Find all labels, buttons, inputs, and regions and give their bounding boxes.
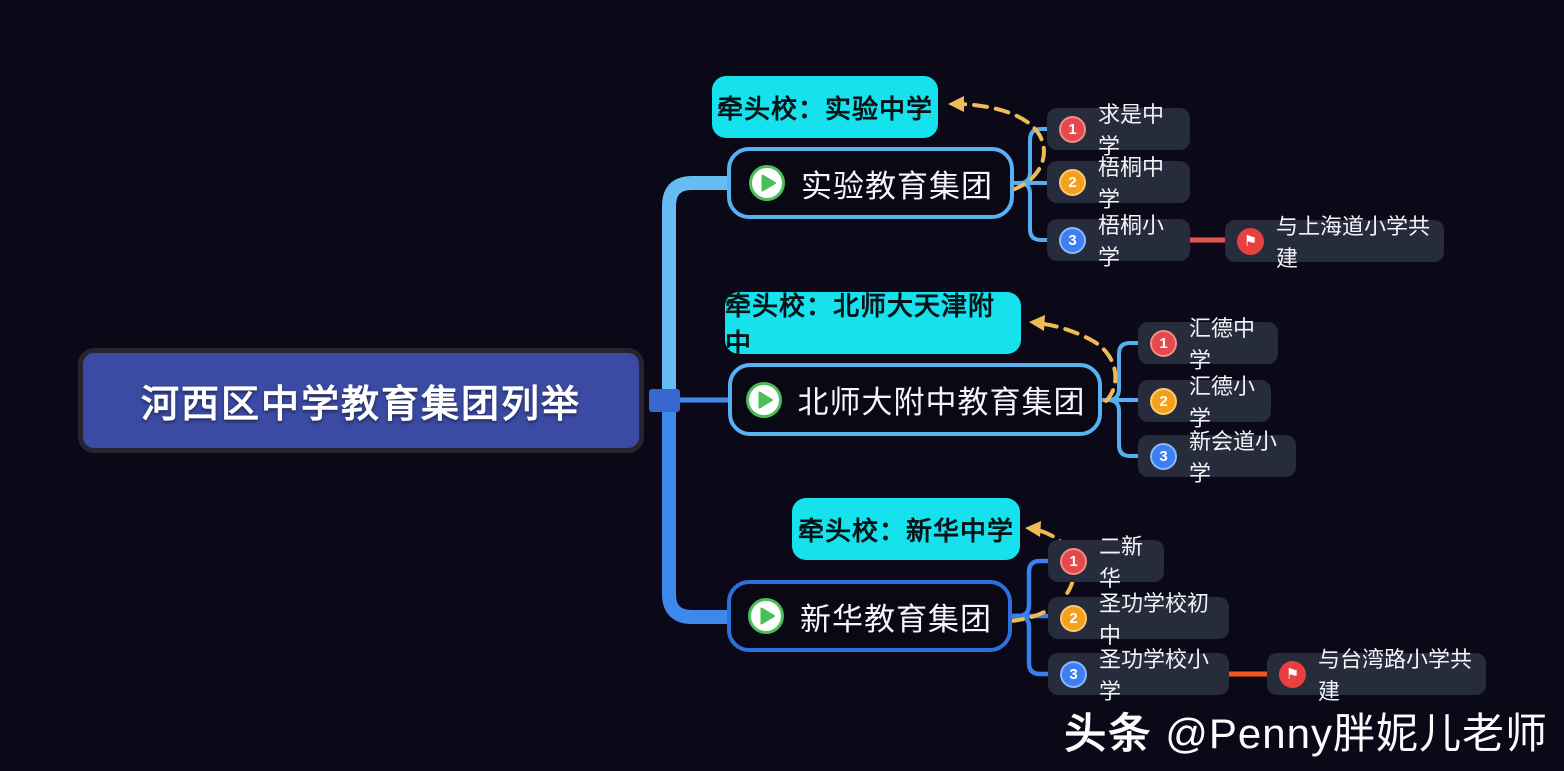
flag-icon: ⚑ — [1237, 227, 1264, 255]
group-title: 实验教育集团 — [801, 168, 993, 204]
number-badge: 1 — [1060, 547, 1087, 575]
school-name: 汇德小学 — [1189, 374, 1256, 431]
trunk-line-bottom — [662, 398, 728, 624]
lead-school-label-2[interactable]: 牵头校：北师大天津附中 — [725, 291, 1021, 358]
school-name: 汇德中学 — [1189, 316, 1256, 373]
group-title: 新华教育集团 — [800, 601, 992, 637]
group-node-3[interactable]: 新华教育集团 — [727, 580, 1012, 652]
note-text: 与台湾路小学共建 — [1318, 647, 1473, 704]
group-title: 北师大附中教育集团 — [797, 385, 1086, 420]
school-node[interactable]: 2 汇德小学 — [1138, 374, 1271, 431]
number-badge: 2 — [1060, 604, 1087, 632]
trunk-line-top — [662, 176, 728, 398]
note-text: 与上海道小学共建 — [1276, 214, 1431, 271]
school-name: 梧桐小学 — [1098, 213, 1165, 270]
lead-school-label-1[interactable]: 牵头校：实验中学 — [712, 76, 938, 138]
school-node[interactable]: 3 新会道小学 — [1138, 429, 1296, 486]
school-node[interactable]: 3 圣功学校小学 — [1048, 647, 1229, 704]
flag-icon: ⚑ — [1279, 660, 1306, 688]
play-icon — [749, 165, 785, 201]
school-name: 新会道小学 — [1189, 429, 1278, 486]
school-name: 梧桐中学 — [1098, 155, 1165, 212]
number-badge: 1 — [1150, 329, 1177, 357]
number-badge: 2 — [1059, 168, 1086, 196]
trunk-junction — [649, 389, 680, 412]
play-icon — [745, 381, 782, 418]
school-node[interactable]: 2 圣功学校初中 — [1048, 591, 1229, 648]
dashed-arrow-1 — [948, 96, 1046, 192]
root-node[interactable]: 河西区中学教育集团列举 — [78, 348, 644, 453]
lead-school-text: 牵头校：北师大天津附中 — [725, 291, 996, 358]
note-node[interactable]: ⚑ 与台湾路小学共建 — [1267, 647, 1486, 704]
note-node[interactable]: ⚑ 与上海道小学共建 — [1225, 214, 1444, 271]
school-node[interactable]: 2 梧桐中学 — [1047, 155, 1190, 212]
school-node[interactable]: 1 求是中学 — [1047, 102, 1190, 159]
watermark: 头条 @Penny胖妮儿老师 — [1064, 700, 1548, 761]
lead-school-text: 牵头校：新华中学 — [797, 515, 1014, 546]
group-node-2[interactable]: 北师大附中教育集团 — [728, 363, 1102, 436]
school-name: 二新华 — [1099, 534, 1144, 591]
number-badge: 1 — [1059, 115, 1086, 143]
watermark-brand: 头条 — [1064, 710, 1153, 757]
play-icon — [748, 598, 784, 634]
school-name: 圣功学校小学 — [1099, 647, 1210, 704]
lead-school-label-3[interactable]: 牵头校：新华中学 — [792, 498, 1020, 560]
school-node[interactable]: 1 汇德中学 — [1138, 316, 1278, 373]
school-name: 求是中学 — [1098, 102, 1165, 159]
group-node-1[interactable]: 实验教育集团 — [727, 147, 1014, 219]
root-title: 河西区中学教育集团列举 — [140, 384, 581, 426]
lead-school-text: 牵头校：实验中学 — [716, 93, 933, 124]
watermark-handle: @Penny胖妮儿老师 — [1165, 710, 1548, 757]
school-node[interactable]: 1 二新华 — [1048, 534, 1164, 591]
number-badge: 3 — [1150, 442, 1177, 470]
number-badge: 2 — [1150, 387, 1177, 415]
dashed-arrow-2 — [1029, 315, 1118, 403]
school-name: 圣功学校初中 — [1099, 591, 1210, 648]
number-badge: 3 — [1060, 660, 1087, 688]
school-node[interactable]: 3 梧桐小学 — [1047, 213, 1190, 270]
number-badge: 3 — [1059, 226, 1086, 254]
